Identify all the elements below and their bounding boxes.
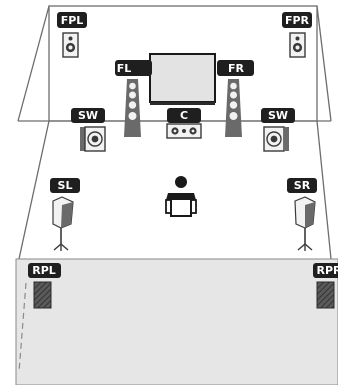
- label-fpr: FPR: [282, 12, 312, 28]
- tv-screen-icon: [149, 53, 216, 105]
- ceiling-left-edge: [17, 5, 50, 122]
- svg-text:SW: SW: [268, 109, 288, 122]
- label-c: C: [167, 108, 201, 123]
- svg-text:SW: SW: [78, 109, 98, 122]
- wall-mount-speaker-icon: [52, 196, 74, 251]
- label-sw-right: SW: [261, 108, 295, 123]
- label-sl: SL: [50, 178, 80, 193]
- label-fpl: FPL: [57, 12, 87, 28]
- bookshelf-speaker-icon: [62, 32, 79, 58]
- svg-text:RPL: RPL: [32, 264, 56, 277]
- rear-floor-panel: [15, 258, 338, 385]
- svg-text:RPR: RPR: [316, 264, 338, 277]
- label-fl: FL: [115, 60, 152, 76]
- rear-panel-dashed-edge: [18, 282, 27, 373]
- subwoofer-icon: [80, 126, 106, 152]
- label-sw-left: SW: [71, 108, 105, 123]
- svg-text:FR: FR: [228, 62, 245, 75]
- ceiling-speaker-icon: [33, 281, 52, 309]
- svg-text:SL: SL: [58, 179, 73, 192]
- svg-text:FL: FL: [117, 62, 132, 75]
- center-speaker-icon: [166, 123, 202, 139]
- ceiling-speaker-icon: [316, 281, 335, 309]
- svg-text:C: C: [180, 109, 188, 122]
- listener-icon: [165, 176, 197, 217]
- svg-text:FPR: FPR: [285, 14, 310, 27]
- label-sr: SR: [287, 178, 317, 193]
- wall-mount-speaker-icon: [294, 196, 316, 251]
- tower-speaker-icon: [124, 79, 141, 137]
- label-fr: FR: [217, 60, 254, 76]
- ceiling-right-edge: [316, 5, 332, 122]
- floor-right-edge: [316, 120, 332, 260]
- svg-text:SR: SR: [294, 179, 311, 192]
- label-rpl: RPL: [28, 263, 61, 278]
- svg-text:FPL: FPL: [61, 14, 84, 27]
- subwoofer-icon: [263, 126, 289, 152]
- floor-left-edge: [18, 120, 50, 260]
- bookshelf-speaker-icon: [289, 32, 306, 58]
- label-rpr: RPR: [313, 263, 338, 278]
- tower-speaker-icon: [225, 79, 242, 137]
